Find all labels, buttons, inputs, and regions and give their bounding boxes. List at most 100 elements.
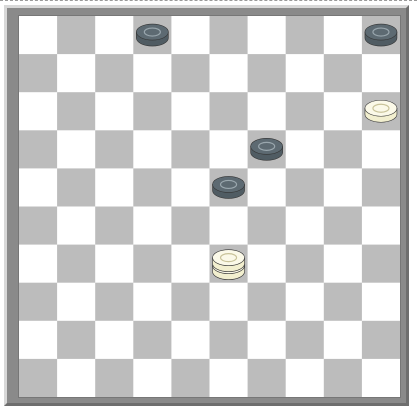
light-square[interactable]	[57, 54, 96, 93]
light-square[interactable]	[133, 359, 172, 397]
light-king-piece[interactable]	[213, 250, 245, 280]
dark-square[interactable]	[133, 321, 172, 360]
light-square[interactable]	[171, 245, 210, 284]
dark-square[interactable]	[171, 207, 210, 246]
dark-square[interactable]	[324, 207, 363, 246]
light-square[interactable]	[362, 54, 400, 93]
light-square[interactable]	[19, 16, 58, 55]
light-square[interactable]	[248, 16, 287, 55]
dark-square[interactable]	[19, 54, 58, 93]
dark-square[interactable]	[324, 359, 363, 397]
light-square[interactable]	[248, 321, 287, 360]
light-square[interactable]	[324, 321, 363, 360]
light-square[interactable]	[57, 283, 96, 322]
dark-square[interactable]	[57, 168, 96, 207]
light-square[interactable]	[95, 92, 134, 131]
light-square[interactable]	[19, 245, 58, 284]
light-square[interactable]	[210, 130, 249, 169]
dark-square[interactable]	[286, 321, 325, 360]
dark-square[interactable]	[210, 321, 249, 360]
dark-square[interactable]	[324, 130, 363, 169]
dark-square[interactable]	[362, 321, 400, 360]
dark-square[interactable]	[286, 92, 325, 131]
light-square[interactable]	[324, 16, 363, 55]
light-square[interactable]	[19, 321, 58, 360]
light-square[interactable]	[286, 54, 325, 93]
dark-square[interactable]	[19, 130, 58, 169]
light-square[interactable]	[19, 168, 58, 207]
dark-man-piece[interactable]	[365, 24, 397, 46]
dark-square[interactable]	[95, 130, 134, 169]
light-square[interactable]	[324, 168, 363, 207]
light-square[interactable]	[248, 92, 287, 131]
dark-square[interactable]	[286, 16, 325, 55]
light-square[interactable]	[171, 92, 210, 131]
dark-square[interactable]	[57, 321, 96, 360]
dark-square[interactable]	[57, 92, 96, 131]
light-square[interactable]	[171, 168, 210, 207]
dark-square[interactable]	[95, 207, 134, 246]
light-square[interactable]	[248, 245, 287, 284]
dark-square[interactable]	[248, 207, 287, 246]
light-square[interactable]	[324, 245, 363, 284]
dark-square[interactable]	[324, 283, 363, 322]
light-square[interactable]	[362, 130, 400, 169]
light-square[interactable]	[133, 283, 172, 322]
light-square[interactable]	[57, 130, 96, 169]
light-square[interactable]	[133, 54, 172, 93]
dark-square[interactable]	[248, 54, 287, 93]
light-square[interactable]	[362, 283, 400, 322]
dark-square[interactable]	[19, 207, 58, 246]
dark-square[interactable]	[171, 130, 210, 169]
dark-square[interactable]	[362, 245, 400, 284]
dark-square[interactable]	[210, 92, 249, 131]
dark-square[interactable]	[324, 54, 363, 93]
dark-square[interactable]	[286, 245, 325, 284]
light-square[interactable]	[95, 168, 134, 207]
light-man-piece[interactable]	[365, 100, 397, 122]
light-square[interactable]	[133, 130, 172, 169]
light-square[interactable]	[95, 321, 134, 360]
dark-square[interactable]	[57, 245, 96, 284]
light-square[interactable]	[210, 54, 249, 93]
light-square[interactable]	[171, 16, 210, 55]
light-square[interactable]	[95, 16, 134, 55]
light-square[interactable]	[171, 321, 210, 360]
dark-square[interactable]	[210, 16, 249, 55]
dark-square[interactable]	[95, 359, 134, 397]
light-square[interactable]	[57, 207, 96, 246]
dark-square[interactable]	[19, 283, 58, 322]
light-square[interactable]	[210, 283, 249, 322]
dark-square[interactable]	[133, 92, 172, 131]
light-square[interactable]	[210, 359, 249, 397]
checkers-board[interactable]	[19, 16, 400, 397]
dark-square[interactable]	[362, 168, 400, 207]
dark-man-piece[interactable]	[136, 24, 168, 46]
light-square[interactable]	[362, 359, 400, 397]
dark-square[interactable]	[286, 168, 325, 207]
dark-man-piece[interactable]	[251, 138, 283, 160]
light-square[interactable]	[248, 168, 287, 207]
dark-square[interactable]	[133, 245, 172, 284]
light-square[interactable]	[133, 207, 172, 246]
dark-square[interactable]	[248, 283, 287, 322]
dark-square[interactable]	[95, 54, 134, 93]
dark-man-piece[interactable]	[213, 176, 245, 198]
dark-square[interactable]	[57, 16, 96, 55]
light-square[interactable]	[324, 92, 363, 131]
light-square[interactable]	[57, 359, 96, 397]
light-square[interactable]	[286, 283, 325, 322]
light-square[interactable]	[286, 207, 325, 246]
dark-square[interactable]	[19, 359, 58, 397]
dark-square[interactable]	[171, 359, 210, 397]
board-canvas[interactable]	[19, 16, 400, 397]
light-square[interactable]	[286, 359, 325, 397]
dark-square[interactable]	[171, 283, 210, 322]
dark-square[interactable]	[248, 359, 287, 397]
light-square[interactable]	[19, 92, 58, 131]
light-square[interactable]	[210, 207, 249, 246]
dark-square[interactable]	[171, 54, 210, 93]
dark-square[interactable]	[95, 283, 134, 322]
light-square[interactable]	[362, 207, 400, 246]
light-square[interactable]	[286, 130, 325, 169]
